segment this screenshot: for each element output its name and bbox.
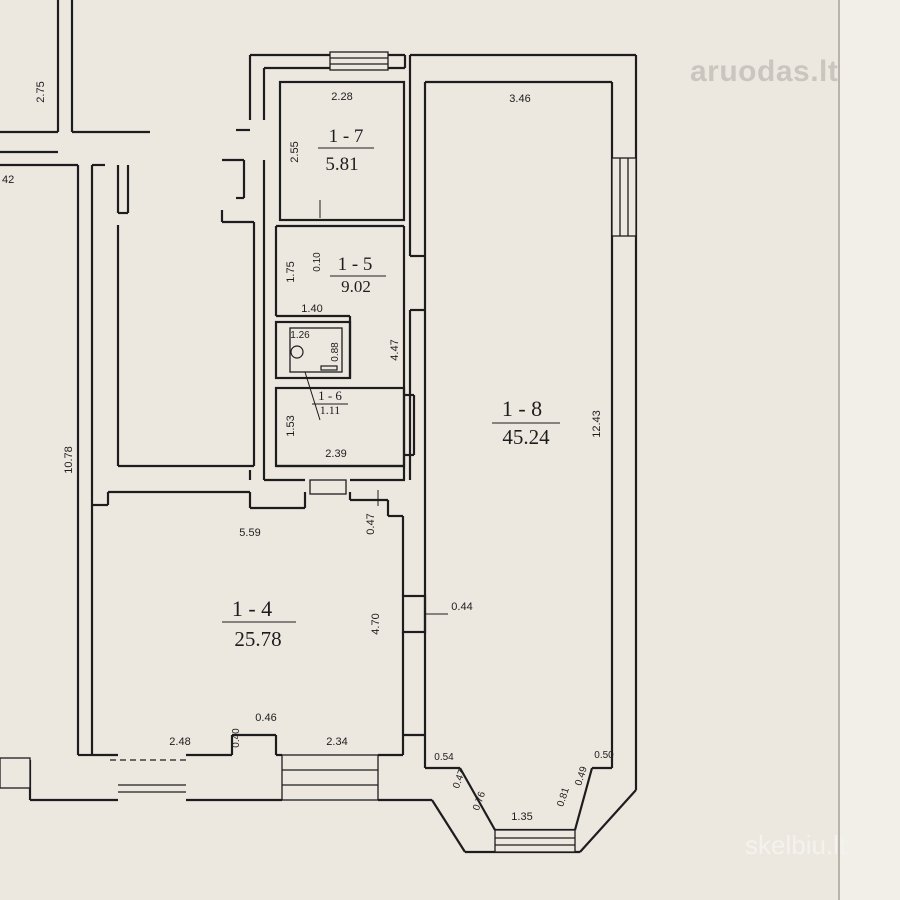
dimension-label: 1.26 <box>290 330 310 341</box>
dimension-label: 2.75 <box>35 81 47 102</box>
walls <box>0 0 638 854</box>
room-id: 1 - 4 <box>232 596 272 621</box>
dimension-label: 0.54 <box>434 752 454 763</box>
dimension-label: 0.88 <box>330 342 341 362</box>
window-bottom-center <box>281 754 379 801</box>
dimension-label: 0.10 <box>312 252 323 272</box>
dimension-label: 2.28 <box>331 91 352 103</box>
windows <box>0 51 637 853</box>
room-id: 1 - 6 <box>318 388 342 403</box>
dimension-label: 1.35 <box>511 811 532 823</box>
dimension-label: 2.34 <box>326 736 347 748</box>
room-id: 1 - 7 <box>329 126 364 147</box>
sheet-edge <box>838 0 840 900</box>
dimension-label: 0.44 <box>451 601 472 613</box>
room-area: 5.81 <box>325 154 358 175</box>
room-area: 25.78 <box>234 627 281 651</box>
room-area: 45.24 <box>502 425 550 449</box>
dimension-label: 1.53 <box>285 415 297 436</box>
dimension-label: 1.40 <box>301 303 322 315</box>
room-id: 1 - 5 <box>338 254 373 275</box>
watermark-skelbiu: skelbiu.lt <box>745 830 847 860</box>
dimension-label: 42 <box>2 174 14 186</box>
window-top <box>329 51 389 71</box>
dimension-label: 10.78 <box>63 446 75 474</box>
watermark-aruodas: aruodas.lt <box>690 55 839 88</box>
window-bottom-left <box>0 757 31 789</box>
dimension-ticks <box>290 200 448 615</box>
window-right <box>611 157 637 237</box>
dimension-label: 2.48 <box>169 736 190 748</box>
dimension-label: 3.46 <box>509 93 530 105</box>
dimension-label: 0.46 <box>255 712 276 724</box>
room-area: 1.11 <box>320 403 341 417</box>
dimension-label: 0.50 <box>594 750 614 761</box>
room-labels: 1 - 7 5.81 1 - 5 9.02 1 - 6 1.11 1 - 8 4… <box>222 126 560 651</box>
room-id: 1 - 8 <box>502 396 542 421</box>
dimension-label: 1.75 <box>285 261 297 282</box>
dimension-labels: 2.75 42 10.78 2.28 2.55 3.46 1.75 0.10 1… <box>2 81 614 823</box>
window-bay-center <box>494 829 576 853</box>
dimension-label: 4.47 <box>389 339 401 360</box>
dimension-label: 0.40 <box>231 728 242 748</box>
room-area: 9.02 <box>341 277 371 296</box>
dimension-label: 12.43 <box>591 410 603 438</box>
dimension-label: 2.55 <box>289 141 301 162</box>
dimension-label: 5.59 <box>239 527 260 539</box>
dimension-label: 4.70 <box>370 613 382 634</box>
dimension-label: 0.47 <box>365 513 377 534</box>
fixtures <box>290 345 338 371</box>
dimension-label: 2.39 <box>325 448 346 460</box>
toilet-icon <box>290 345 304 359</box>
